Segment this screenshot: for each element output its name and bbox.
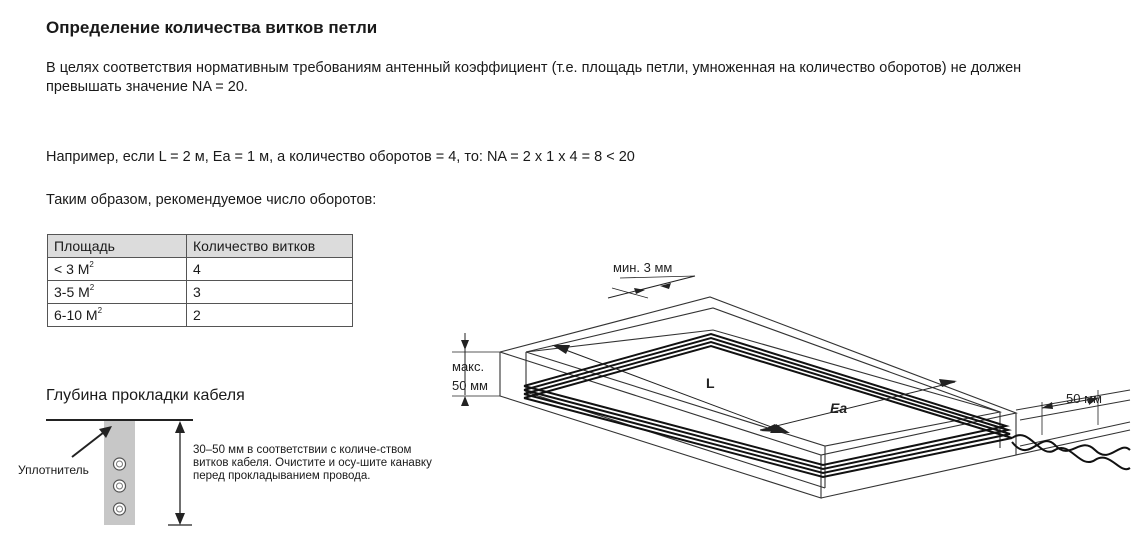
table-header-row: Площадь Количество витков (47, 234, 353, 258)
area-value: < 3 M (54, 261, 90, 277)
twist-dimension (1041, 390, 1099, 435)
area-superscript: 2 (97, 306, 103, 315)
length-label: L (706, 375, 715, 391)
twist-label: 50 мм (1066, 391, 1102, 406)
cable-circle (112, 457, 127, 471)
length-arrow-start (552, 345, 570, 354)
table-row: < 3 M2 4 (47, 257, 353, 281)
area-value: 3-5 M (54, 284, 90, 300)
min-gap-line (607, 275, 696, 299)
area-value: 6-10 M (54, 307, 98, 323)
loop-windings (523, 332, 1013, 479)
cable-core (116, 460, 123, 468)
cable-circles (112, 457, 127, 516)
twisted-cable-b (1011, 440, 1131, 456)
area-superscript: 2 (89, 260, 94, 269)
turns-table: Площадь Количество витков < 3 M2 4 3-5 M… (47, 234, 353, 327)
loop-inner-edge (525, 329, 1001, 413)
max-depth-arrow-bottom (461, 396, 469, 406)
min-gap-label-underline (619, 275, 696, 279)
min-gap-dimension (607, 275, 696, 299)
table-cell-area: 6-10 M2 (47, 303, 187, 327)
table-cell-turns: 4 (186, 257, 353, 281)
min-gap-tick (611, 287, 649, 299)
feeder-channel (1015, 389, 1131, 456)
depth-arrow-top (175, 421, 185, 433)
depth-arrow-bottom (175, 513, 185, 525)
max-depth-arrow-top (461, 340, 469, 350)
width-arrow-start (760, 424, 778, 432)
min-gap-arrow-left (634, 288, 645, 294)
table-row: 6-10 M2 2 (47, 303, 353, 327)
width-arrow-end (939, 379, 957, 387)
recommendation-paragraph: Таким образом, рекомендуемое число оборо… (46, 192, 377, 208)
table-cell-area: 3-5 M2 (47, 280, 187, 304)
sealant-pointer-line (71, 428, 109, 458)
table-header-turns: Количество витков (186, 234, 353, 258)
twisted-cable-a (1011, 434, 1131, 471)
min-gap-label: мин. 3 мм (613, 260, 672, 275)
cable-depth-diagram (46, 419, 193, 526)
twist-arrow-left (1042, 402, 1053, 409)
table-header-area: Площадь (47, 234, 187, 258)
max-depth-dimension (452, 333, 500, 406)
cable-circle (112, 502, 127, 516)
cable-circle (112, 479, 127, 493)
max-depth-label-1: макс. (452, 359, 484, 374)
cable-core (116, 482, 123, 490)
width-dimension-line (759, 381, 956, 431)
depth-section-title: Глубина прокладки кабеля (46, 387, 245, 404)
intro-paragraph: В целях соответствия нормативным требова… (46, 60, 1022, 95)
area-superscript: 2 (89, 283, 95, 292)
depth-description: 30–50 мм в соответствии с количе-ством в… (193, 444, 432, 482)
max-depth-label-2: 50 мм (452, 378, 488, 393)
slab-outline (499, 296, 1018, 499)
example-paragraph: Например, если L = 2 м, Ea = 1 м, а коли… (46, 149, 635, 165)
min-gap-arrow-right (660, 283, 671, 289)
table-cell-area: < 3 M2 (47, 257, 187, 281)
section-title: Определение количества витков петли (46, 18, 378, 37)
sealant-label: Уплотнитель (18, 463, 89, 477)
cable-core (116, 505, 123, 513)
sealant-arrow-head (99, 426, 112, 438)
table-cell-turns: 2 (186, 303, 353, 327)
width-label: Ea (830, 400, 847, 416)
twist-arrow-right (1088, 398, 1098, 405)
table-row: 3-5 M2 3 (47, 280, 353, 304)
table-cell-turns: 3 (186, 280, 353, 304)
length-dimension-line (554, 345, 783, 432)
loop-installation-diagram: мин. 3 мм макс. 50 мм L Ea 50 мм (452, 260, 1131, 499)
